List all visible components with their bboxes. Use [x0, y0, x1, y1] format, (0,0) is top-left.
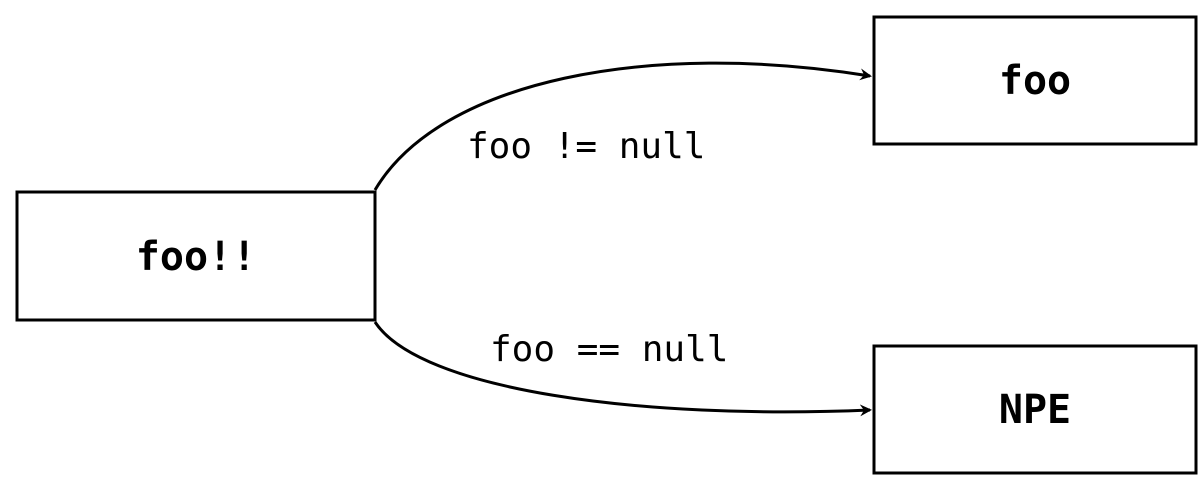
node-source-box	[15, 190, 377, 322]
node-failure: NPE	[872, 344, 1198, 475]
node-failure-label: NPE	[999, 387, 1071, 433]
node-source-label: foo!!	[136, 234, 256, 280]
node-success-label: foo	[999, 58, 1071, 104]
edge-not-null-arrow	[373, 61, 872, 191]
node-success-box	[872, 15, 1198, 146]
edge-is-null-arrow	[373, 321, 872, 417]
edge-is-null-label: foo == null	[490, 329, 728, 370]
node-success: foo	[872, 15, 1198, 146]
node-failure-box	[872, 344, 1198, 475]
edge-not-null-label: foo != null	[467, 126, 705, 167]
node-source: foo!!	[15, 190, 377, 322]
